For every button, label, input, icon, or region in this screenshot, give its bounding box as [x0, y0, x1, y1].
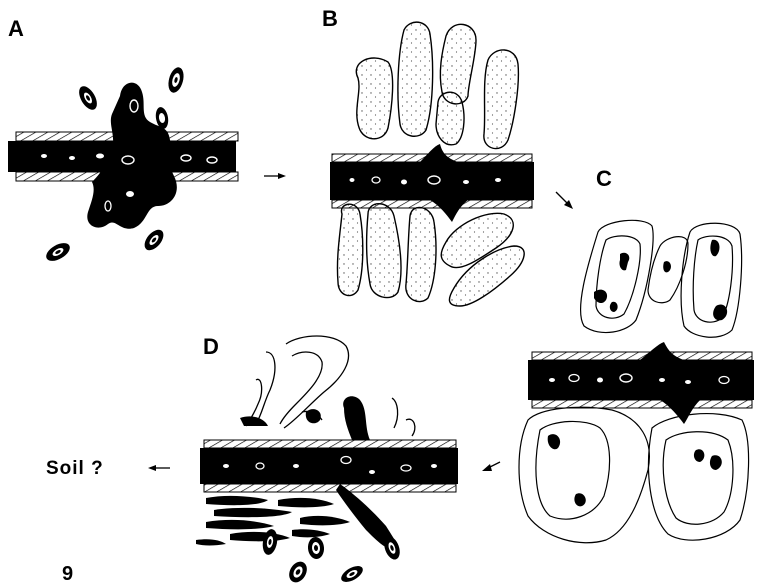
panel-a-spore [141, 226, 167, 253]
panel-label-b: B [322, 6, 338, 31]
panel-d-spore [307, 536, 325, 559]
panel-c-sclerotia-lower [519, 407, 749, 542]
panel-a-spore [75, 83, 100, 113]
panel-b-sclerotia-upper [356, 22, 518, 148]
panel-label-a: A [8, 16, 24, 41]
panel-c-fungal-inclusions-lower [548, 434, 722, 506]
arrow-b-to-c [556, 192, 573, 209]
panel-c-host-root [519, 220, 754, 542]
panel-d-decaying-tissue [246, 336, 415, 436]
panel-a-spore [43, 239, 73, 264]
arrow-c-to-d [482, 462, 500, 471]
soil-label: Soil ? [46, 458, 104, 479]
panel-label-c: C [596, 166, 612, 191]
panel-d-spore [261, 528, 279, 556]
panel-a-spore [166, 66, 186, 95]
panel-b-sclerotia-lower [337, 204, 524, 306]
panel-d-spore [339, 563, 366, 585]
arrow-d-to-soil [148, 465, 170, 471]
panel-c-fungal-inclusions [594, 240, 727, 321]
figure-number: 9 [62, 563, 73, 585]
panel-label-d: D [203, 334, 219, 359]
panel-b-host-root [330, 22, 534, 306]
arrow-a-to-b [264, 173, 286, 179]
panel-d-spore [286, 558, 311, 585]
panel-a-host-root [8, 66, 238, 265]
panel-d-host-root [196, 336, 458, 586]
